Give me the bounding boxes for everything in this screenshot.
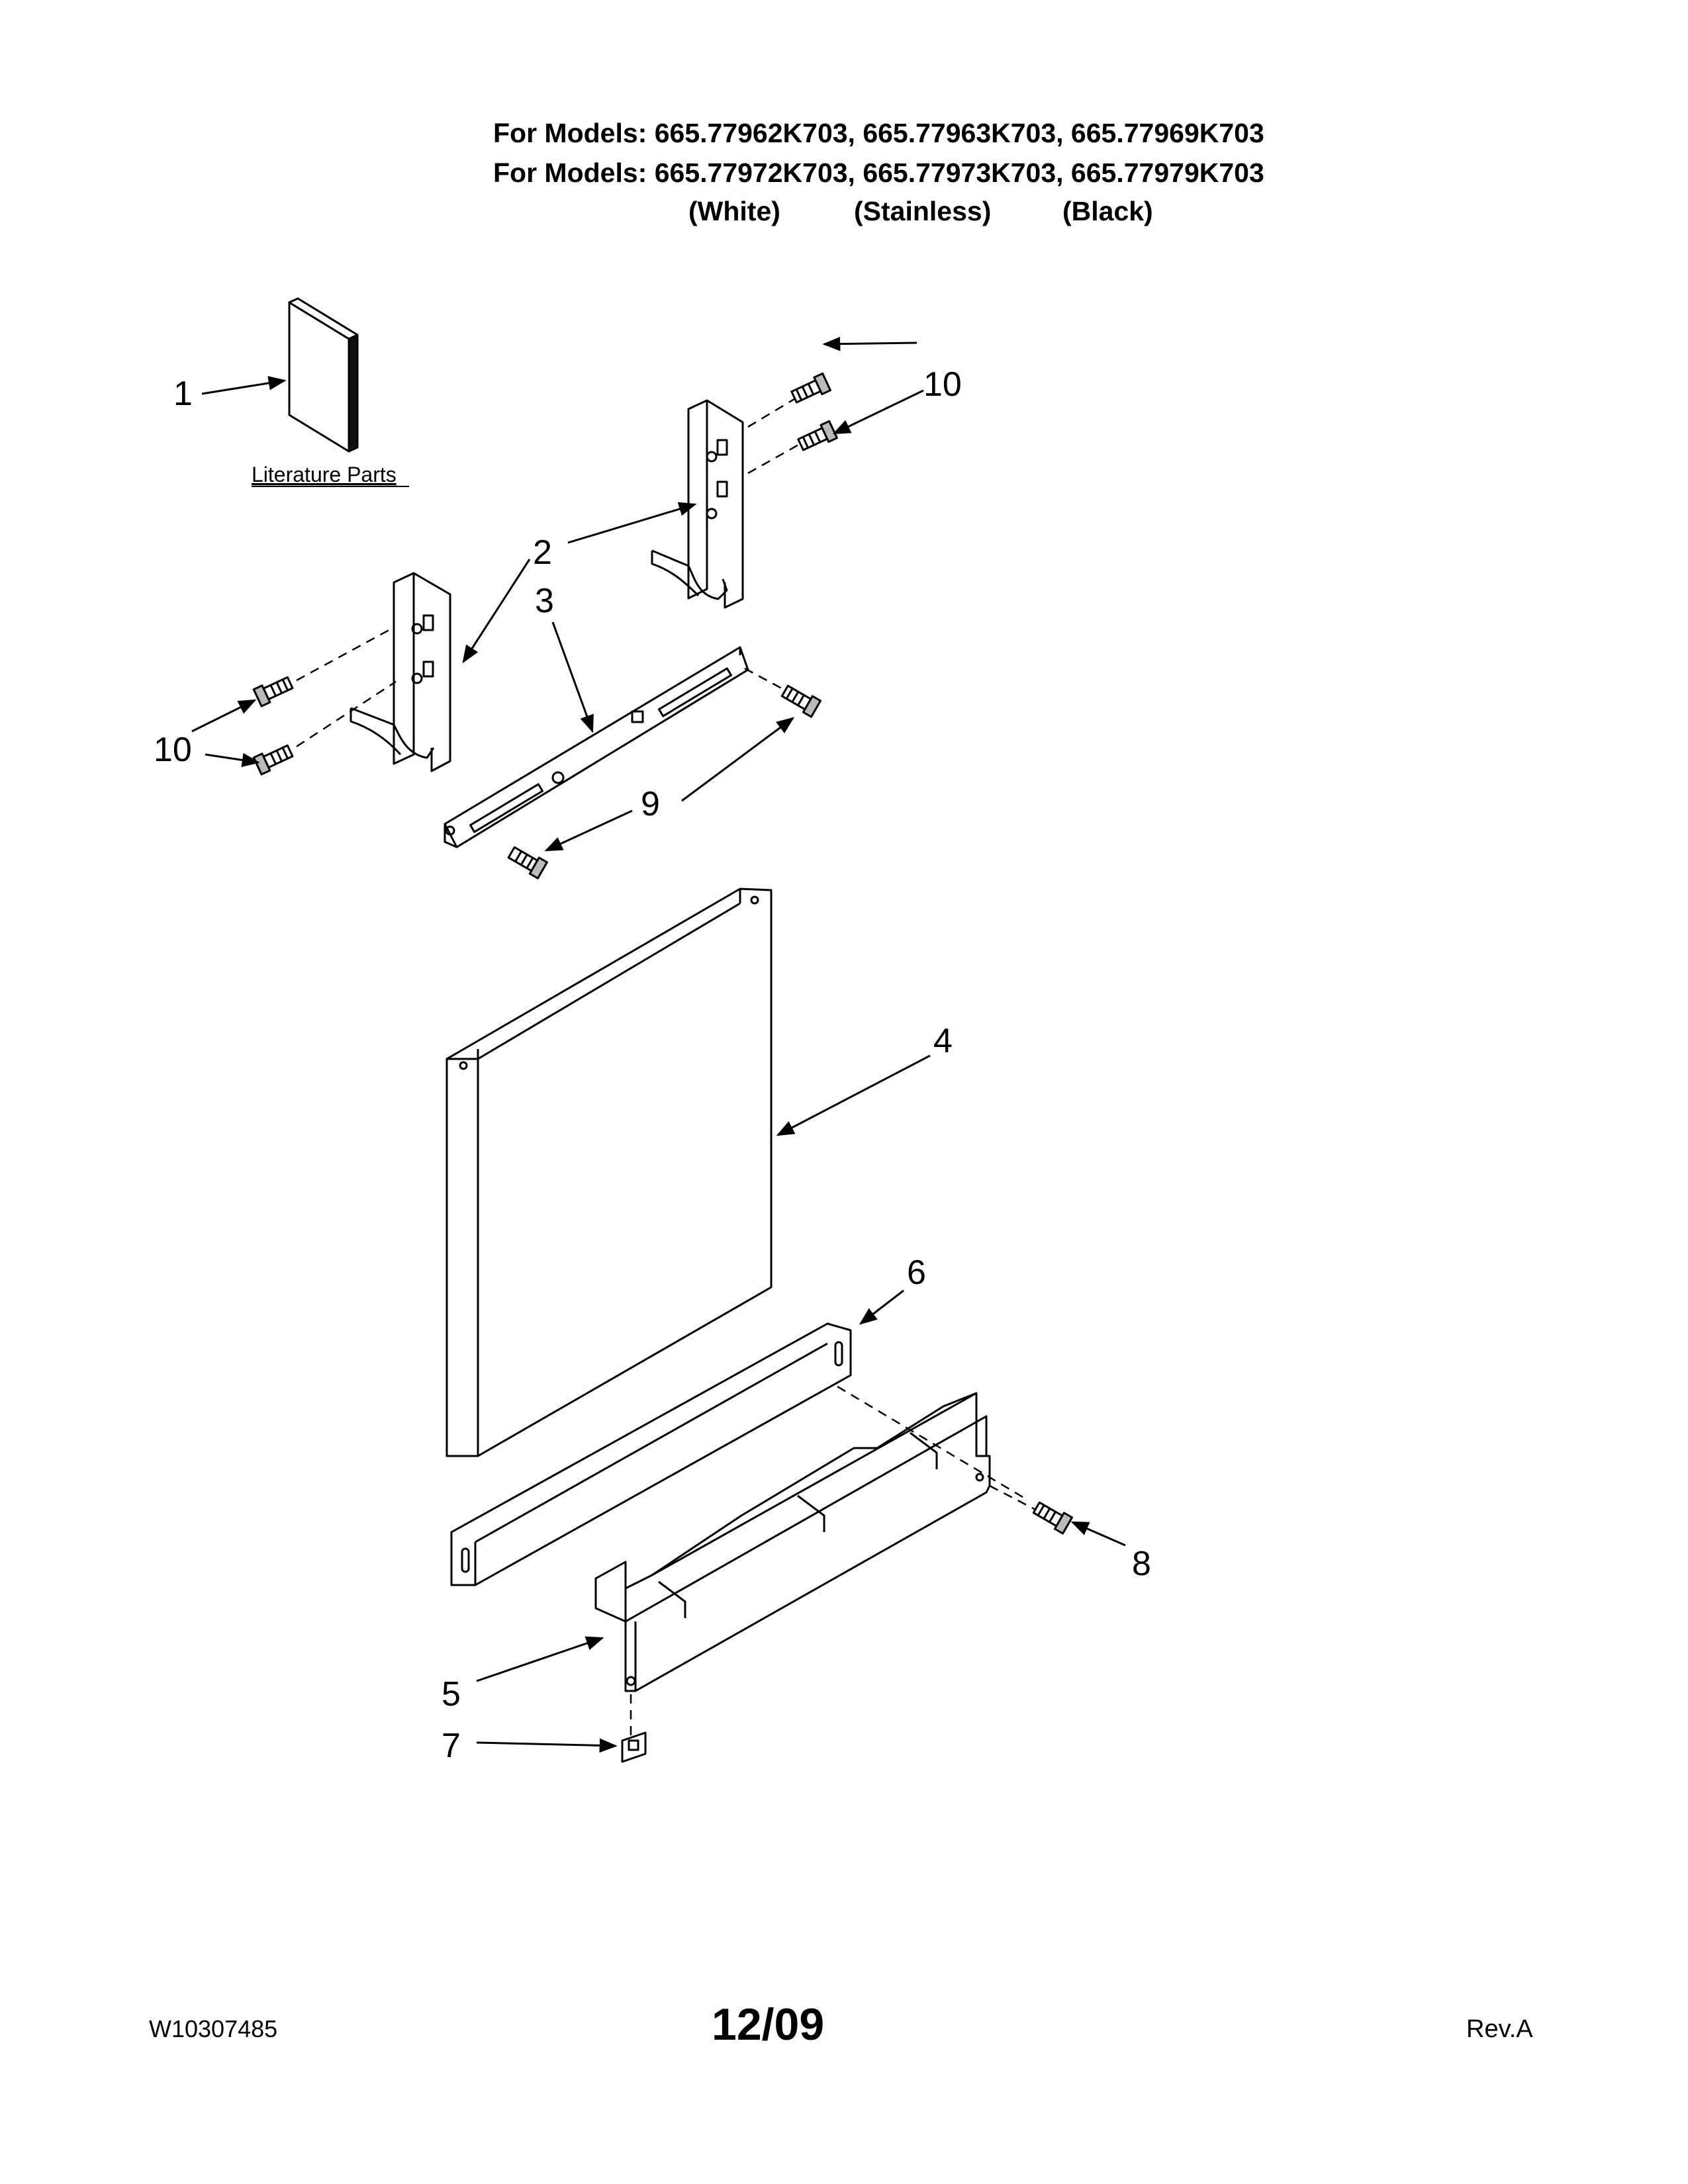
callout-4: 4 [933,1022,953,1060]
color-black: (Black) [1062,196,1153,226]
toe-plate [450,1322,852,1586]
callout-10-left: 10 [154,731,192,769]
callout-2: 2 [533,533,552,572]
color-stainless: (Stainless) [854,196,992,226]
models-line-2: For Models: 665.77972K703, 665.77973K703… [493,158,1264,188]
clip [621,1731,647,1763]
hinge-bracket-right [651,399,744,609]
screws [252,372,1074,1535]
models-line-1: For Models: 665.77962K703, 665.77963K703… [493,118,1264,148]
bottom-bracket [594,1392,991,1692]
revision-label: Rev.A [1466,2015,1533,2043]
callout-9: 9 [641,785,660,823]
literature-booklet [288,297,359,453]
callout-5: 5 [442,1675,461,1713]
door-panel [445,887,773,1457]
callout-7: 7 [442,1727,461,1765]
callout-10-top: 10 [923,365,962,404]
color-white: (White) [688,196,780,226]
support-rail [444,646,749,848]
callout-6: 6 [907,1253,926,1292]
hinge-bracket-left [350,572,451,772]
callout-3: 3 [535,582,554,620]
literature-parts-label: Literature Parts [252,463,397,486]
document-number: W10307485 [149,2015,278,2042]
callout-1: 1 [173,375,193,413]
revision-date: 12/09 [712,1999,825,2050]
callout-8: 8 [1132,1545,1151,1583]
